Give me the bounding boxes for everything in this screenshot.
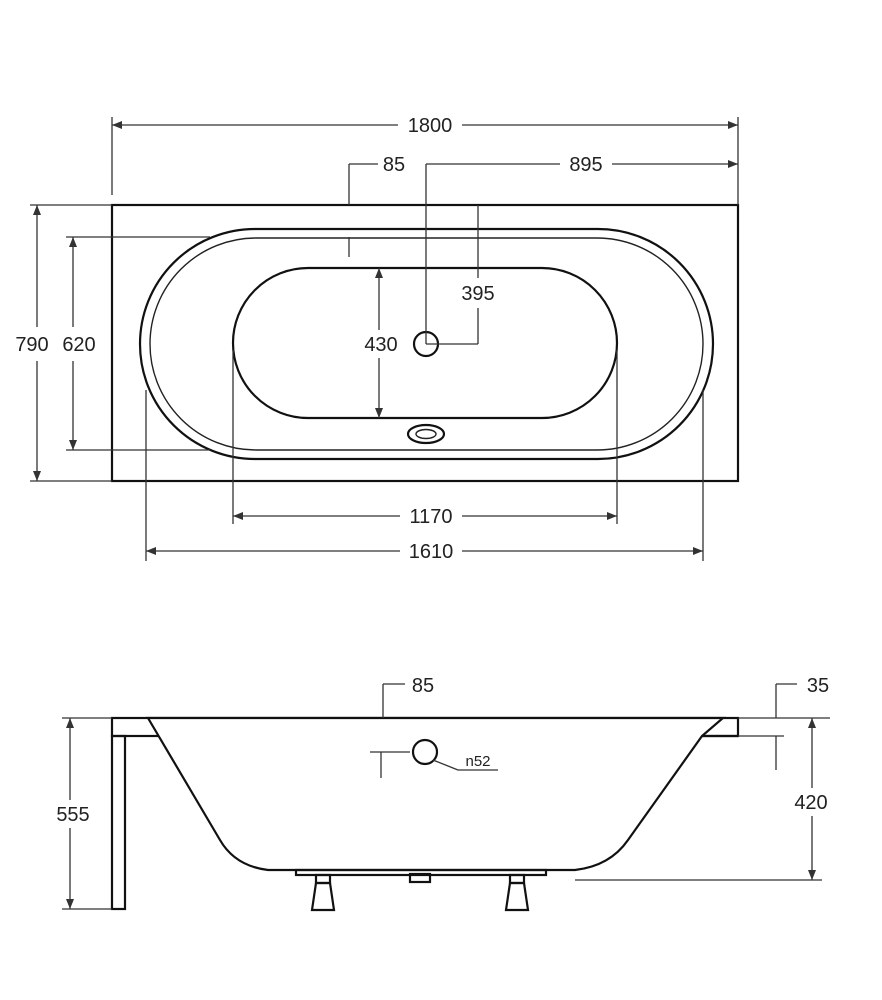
dim-label-1170: 1170 [409, 506, 452, 528]
dim-rim-thickness: 35 [738, 675, 830, 770]
apron-panel [110, 734, 127, 911]
side-view: n52 85 35 420 [56, 675, 830, 912]
dim-overflow-diameter: n52 [370, 751, 498, 778]
dim-inner-width: 430 [364, 268, 398, 418]
dim-label-430: 430 [364, 334, 397, 356]
dim-drain-to-end: 895 [425, 154, 738, 344]
dim-outer-width: 790 [15, 204, 112, 482]
dim-label-790: 790 [15, 334, 48, 356]
dim-total-height: 555 [56, 717, 112, 910]
waste-outlet [408, 872, 432, 884]
dim-label-n52: n52 [465, 753, 490, 770]
dim-label-1800: 1800 [408, 115, 453, 137]
dim-label-85-top: 85 [383, 154, 405, 176]
dim-inner-length: 1170 [232, 350, 618, 528]
basin-oval [231, 266, 619, 420]
dim-label-35: 35 [807, 675, 829, 697]
tub-body [146, 716, 726, 872]
dim-label-395: 395 [461, 283, 494, 305]
dim-inner-depth: 420 [575, 718, 828, 881]
dim-label-420: 420 [794, 792, 827, 814]
dim-rim-width: 620 [62, 236, 210, 451]
dim-overflow-top: 85 [348, 154, 405, 257]
foot-right [504, 873, 530, 912]
dim-label-555: 555 [56, 804, 89, 826]
dim-label-895: 895 [569, 154, 602, 176]
top-view: 1800 85 895 395 430 [15, 115, 740, 563]
dim-rim-length: 1610 [145, 390, 704, 563]
overflow-hole-side [411, 738, 439, 766]
tub-outer-frame [110, 203, 740, 483]
dim-drain-offset: 395 [426, 205, 495, 345]
dim-label-1610: 1610 [409, 541, 454, 563]
drain [406, 423, 446, 445]
foot-left [310, 873, 336, 912]
dim-label-85-side: 85 [412, 675, 434, 697]
dim-label-620: 620 [62, 334, 95, 356]
dim-overall-length: 1800 [111, 115, 739, 205]
dim-overflow-side: 85 [382, 675, 434, 718]
